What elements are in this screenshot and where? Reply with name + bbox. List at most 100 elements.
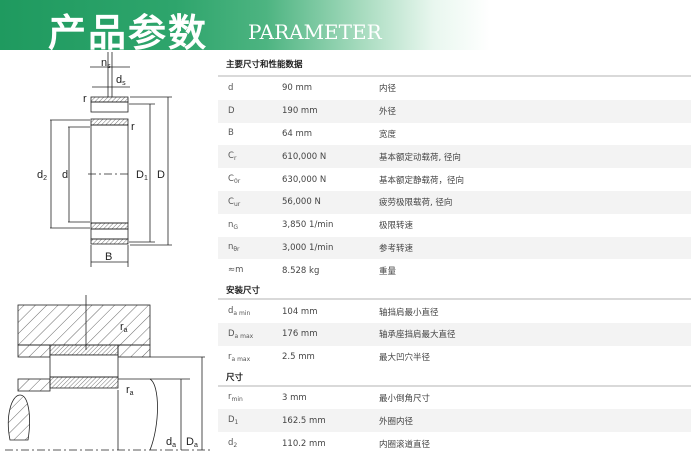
value: 190 mm xyxy=(282,106,318,117)
description: 疲劳极限载荷, 径向 xyxy=(379,198,453,209)
symbol: Cr xyxy=(218,151,282,162)
value: 176 mm xyxy=(282,329,318,340)
symbol: C0r xyxy=(218,174,282,185)
value: 630,000 N xyxy=(282,174,327,185)
mounting-diagram: ra ra da Da xyxy=(5,295,210,451)
value: 104 mm xyxy=(282,306,318,317)
symbol: ra max xyxy=(218,352,282,363)
label-da: da xyxy=(166,436,176,449)
description: 极限转速 xyxy=(379,221,414,232)
description: 内径 xyxy=(379,84,397,95)
table-row: d2 110.2 mm 内圈滚道直径 xyxy=(218,432,691,455)
label-ns: ns xyxy=(101,57,111,70)
label-ra-top: ra xyxy=(120,321,128,334)
section-title: 尺寸 xyxy=(218,369,691,387)
symbol: nG xyxy=(218,220,282,231)
symbol: rmin xyxy=(218,392,282,403)
label-d2: d2 xyxy=(37,169,47,182)
description: 最小倒角尺寸 xyxy=(379,393,431,404)
value: 90 mm xyxy=(282,83,313,94)
table-row: D 190 mm 外径 xyxy=(218,99,691,123)
label-ds: ds xyxy=(116,74,126,87)
symbol-sub: θr xyxy=(233,246,240,254)
symbol: ≈m xyxy=(218,265,282,276)
symbol: D1 xyxy=(218,415,282,426)
label-r-top: r xyxy=(83,93,87,105)
header-banner: 产品参数 PARAMETER xyxy=(0,0,700,55)
symbol-base: C xyxy=(228,151,234,162)
symbol-sub: a min xyxy=(233,310,251,318)
value: 8.528 kg xyxy=(282,265,320,276)
value: 162.5 mm xyxy=(282,415,326,426)
symbol: da min xyxy=(218,306,282,317)
description: 参考转速 xyxy=(379,243,414,254)
symbol-base: n xyxy=(228,242,234,253)
symbol-sub: r xyxy=(233,155,237,163)
symbol-base: D xyxy=(228,415,235,426)
symbol-base: D xyxy=(228,328,235,339)
label-D1: D1 xyxy=(136,169,148,182)
description: 外径 xyxy=(379,107,397,118)
table-row: ≈m 8.528 kg 重量 xyxy=(218,259,691,283)
section-title: 安装尺寸 xyxy=(218,282,691,301)
symbol-base: D xyxy=(228,105,235,116)
symbol-sub: a max xyxy=(231,355,251,363)
value: 2.5 mm xyxy=(282,352,315,363)
description: 轴承座挡肩最大直径 xyxy=(379,330,456,341)
bearing-cross-section-diagram: ns ds r r d2 d D1 D B xyxy=(37,52,172,267)
description: 轴挡肩最小直径 xyxy=(379,307,439,318)
description: 重量 xyxy=(379,266,397,277)
symbol-base: d xyxy=(228,438,234,449)
symbol: Da max xyxy=(218,329,282,340)
symbol: nθr xyxy=(218,242,282,253)
value: 3 mm xyxy=(282,392,307,403)
symbol-sub: a max xyxy=(234,332,254,340)
symbol-sub: ur xyxy=(233,200,241,208)
symbol-base: r xyxy=(228,351,232,362)
description: 基本额定静载荷，径向 xyxy=(379,175,465,186)
symbol: d xyxy=(218,83,282,94)
symbol-sub: 1 xyxy=(234,419,239,427)
symbol: D xyxy=(218,106,282,117)
value: 110.2 mm xyxy=(282,438,326,449)
symbol-sub: 2 xyxy=(233,442,238,450)
description: 最大凹穴半径 xyxy=(379,353,431,364)
symbol-base: n xyxy=(228,219,234,230)
symbol-sub: 0r xyxy=(233,178,241,186)
symbol-base: C xyxy=(228,174,234,185)
banner-title-en: PARAMETER xyxy=(248,20,382,44)
symbol-base: r xyxy=(228,392,232,403)
table-row: d 90 mm 内径 xyxy=(218,77,691,100)
symbol-base: d xyxy=(228,82,234,93)
value: 64 mm xyxy=(282,128,313,139)
label-B: B xyxy=(105,251,112,263)
symbol-base: ≈m xyxy=(228,265,244,276)
symbol-sub: min xyxy=(231,396,243,404)
label-r: r xyxy=(131,121,135,133)
symbol: Cur xyxy=(218,197,282,208)
description: 基本额定动载荷, 径向 xyxy=(379,152,461,163)
value: 56,000 N xyxy=(282,197,321,208)
value: 3,850 1/min xyxy=(282,220,334,231)
value: 3,000 1/min xyxy=(282,242,334,253)
description: 外圈内径 xyxy=(379,416,414,427)
symbol-sub: G xyxy=(233,223,239,231)
description: 内圈滚道直径 xyxy=(379,439,431,450)
description: 宽度 xyxy=(379,129,397,140)
label-D: D xyxy=(157,169,165,181)
value: 610,000 N xyxy=(282,151,327,162)
symbol-base: C xyxy=(228,196,234,207)
